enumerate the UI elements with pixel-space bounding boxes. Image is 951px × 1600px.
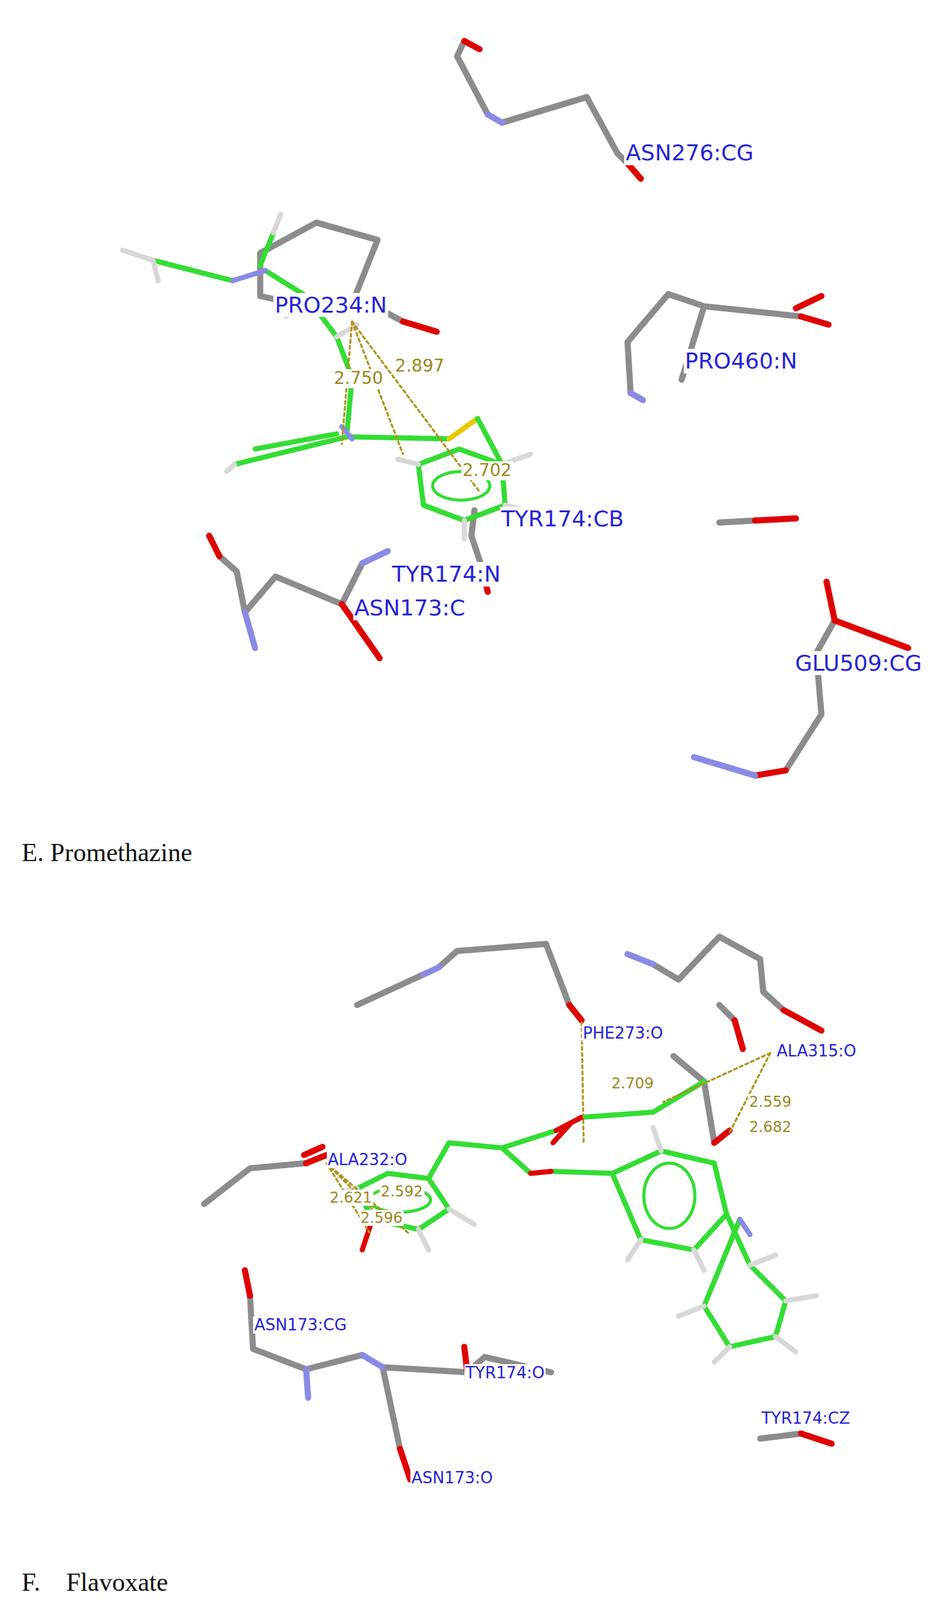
promethazine-ligand [122,214,536,539]
distance-label: 2.897 [393,356,446,376]
residue-label: PHE273:O [581,1024,665,1043]
residue-sticks [203,936,802,1450]
distance-label: 2.709 [610,1075,655,1092]
residue-sticks [219,41,835,771]
panel-caption: F. Flavoxate [20,1568,169,1597]
distance-label: 2.621 [328,1189,374,1206]
distance-lines [326,1022,771,1235]
distance-label: 2.682 [747,1119,793,1136]
residue-label: TYR174:CB [500,506,626,532]
residue-label: TYR174:N [390,562,502,587]
distance-lines [341,321,480,493]
residue-label: ASN173:C [353,595,467,621]
distance-label: 2.596 [359,1210,405,1227]
residue-label: ASN173:CG [253,1316,348,1335]
residue-label: PRO460:N [683,348,799,374]
residue-label: ALA232:O [326,1151,410,1170]
residue-label: ASN173:O [410,1469,495,1488]
residue-label: ASN276:CG [624,140,755,166]
distance-label: 2.702 [461,461,513,481]
oxygen-sticks [245,1005,832,1480]
residue-label: TYR174:CZ [759,1409,851,1428]
residue-label: PRO234:N [273,293,389,318]
residue-label: TYR174:O [464,1364,547,1383]
residue-label: GLU509:CG [793,651,923,676]
panel-caption: E. Promethazine [20,838,194,867]
flavoxate-ligand [331,1081,817,1363]
distance-label: 2.750 [332,369,384,389]
nitrogen-sticks [305,954,654,1399]
residue-label: ALA315:O [775,1042,858,1061]
distance-label: 2.592 [379,1183,425,1200]
distance-label: 2.559 [747,1094,793,1111]
